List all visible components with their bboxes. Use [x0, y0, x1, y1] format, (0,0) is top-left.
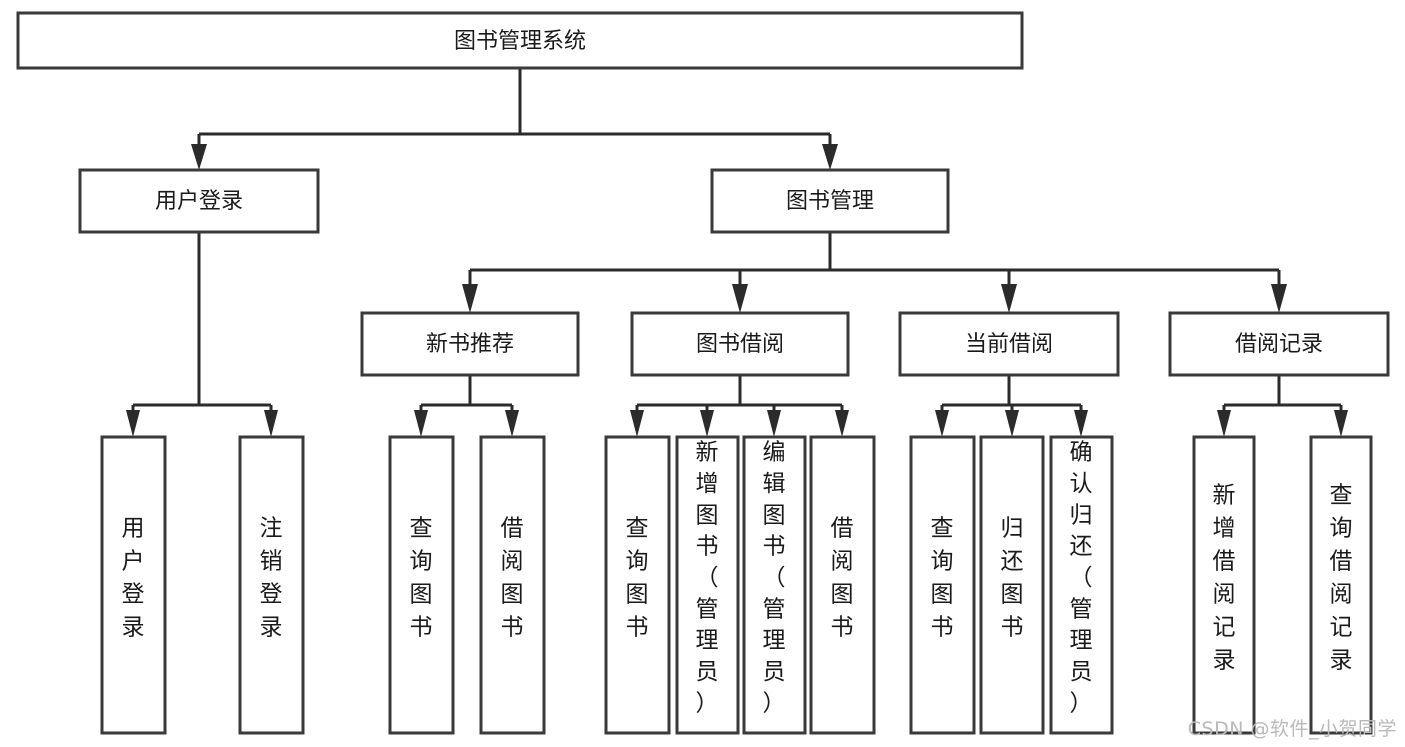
leaf-borrow-book-2-box[interactable]	[809, 435, 876, 735]
leaf-user-logout[interactable]: 注销登录	[238, 435, 305, 735]
leaf-query-record[interactable]: 查询借阅记录	[1309, 435, 1373, 735]
arrow-to-leaf-confirm-return	[1074, 410, 1088, 437]
leaf-query-record-label: 查询借阅记录	[1330, 483, 1353, 674]
arrow-to-book-borrow	[732, 284, 748, 313]
node-book-borrow[interactable]: 图书借阅	[630, 311, 850, 377]
node-root-box[interactable]	[16, 11, 1024, 70]
arrow-to-leaf-add-record	[1217, 410, 1231, 437]
arrow-to-leaf-query-book-3	[935, 410, 949, 437]
leaf-query-book-2[interactable]: 查询图书	[604, 435, 671, 735]
node-borrow-record-box[interactable]	[1168, 311, 1390, 377]
arrow-to-leaf-query-record	[1334, 410, 1348, 437]
connectors-root-to-level2	[191, 68, 838, 170]
arrow-to-leaf-return-book	[1005, 410, 1019, 437]
node-book-borrow-label: 图书借阅	[696, 332, 784, 357]
arrow-to-leaf-borrow-book-1	[505, 410, 519, 437]
connectors-user-login-to-leaves	[126, 232, 278, 437]
leaf-edit-book[interactable]: 编辑图书（管理员）	[742, 435, 807, 735]
arrow-to-borrow-record	[1271, 284, 1287, 313]
node-current-borrow-box[interactable]	[898, 311, 1120, 377]
leaf-add-record[interactable]: 新增借阅记录	[1192, 435, 1256, 735]
leaf-add-record-label: 新增借阅记录	[1213, 483, 1236, 674]
arrow-to-leaf-edit-book	[767, 410, 781, 437]
node-book-borrow-box[interactable]	[630, 311, 850, 377]
arrow-to-current-borrow	[1001, 284, 1017, 313]
arrow-to-new-book-recommend	[462, 284, 478, 313]
node-borrow-record[interactable]: 借阅记录	[1168, 311, 1390, 377]
connectors-new-book-recommend-to-leaves	[414, 375, 519, 437]
leaf-confirm-return[interactable]: 确认归还（管理员）	[1049, 435, 1114, 735]
leaf-query-book-3[interactable]: 查询图书	[909, 435, 976, 735]
node-root-label: 图书管理系统	[454, 29, 586, 54]
node-current-borrow[interactable]: 当前借阅	[898, 311, 1120, 377]
leaf-return-book-label: 归还图书	[1001, 516, 1024, 641]
leaf-query-book-2-box[interactable]	[604, 435, 671, 735]
arrow-to-leaf-add-book	[700, 410, 714, 437]
node-new-book-recommend-label: 新书推荐	[426, 332, 514, 357]
leaf-query-book-3-box[interactable]	[909, 435, 976, 735]
node-book-manage-label: 图书管理	[786, 189, 874, 214]
leaf-user-login-box[interactable]	[100, 435, 167, 735]
leaf-query-book-1-box[interactable]	[388, 435, 455, 735]
connectors-borrow-record-to-leaves	[1217, 375, 1348, 437]
node-book-manage[interactable]: 图书管理	[710, 168, 950, 234]
leaf-add-record-box[interactable]	[1192, 435, 1256, 735]
leaf-confirm-return-box[interactable]	[1049, 435, 1114, 735]
node-new-book-recommend[interactable]: 新书推荐	[360, 311, 580, 377]
leaf-edit-book-label: 编辑图书（管理员）	[763, 440, 786, 717]
leaf-user-logout-label: 注销登录	[260, 516, 283, 641]
leaf-borrow-book-1-label: 借阅图书	[501, 516, 524, 641]
leaf-query-record-box[interactable]	[1309, 435, 1373, 735]
leaf-return-book-box[interactable]	[979, 435, 1045, 735]
node-user-login-box[interactable]	[78, 168, 320, 234]
leaf-query-book-1-label: 查询图书	[410, 516, 433, 641]
arrow-to-user-login	[191, 144, 207, 170]
arrow-to-leaf-query-book-1	[414, 410, 428, 437]
connectors-book-manage-to-level3	[462, 232, 1287, 313]
arrow-to-book-manage	[822, 144, 838, 170]
arrow-to-leaf-query-book-2	[630, 410, 644, 437]
arrow-to-leaf-borrow-book-2	[835, 410, 849, 437]
connectors-current-borrow-to-leaves	[935, 375, 1088, 437]
leaf-query-book-2-label: 查询图书	[626, 516, 649, 641]
leaf-add-book-label: 新增图书（管理员）	[696, 440, 719, 717]
node-user-login[interactable]: 用户登录	[78, 168, 320, 234]
leaf-confirm-return-label: 确认归还（管理员）	[1070, 440, 1093, 717]
leaf-query-book-3-label: 查询图书	[931, 516, 954, 641]
node-borrow-record-label: 借阅记录	[1235, 332, 1323, 357]
node-new-book-recommend-box[interactable]	[360, 311, 580, 377]
leaf-edit-book-box[interactable]	[742, 435, 807, 735]
leaf-borrow-book-2[interactable]: 借阅图书	[809, 435, 876, 735]
leaf-return-book[interactable]: 归还图书	[979, 435, 1045, 735]
leaf-user-logout-box[interactable]	[238, 435, 305, 735]
leaf-user-login[interactable]: 用户登录	[100, 435, 167, 735]
leaf-borrow-book-1[interactable]: 借阅图书	[479, 435, 546, 735]
node-current-borrow-label: 当前借阅	[965, 332, 1053, 357]
leaf-user-login-label: 用户登录	[122, 516, 145, 641]
leaf-add-book-box[interactable]	[675, 435, 740, 735]
connectors-book-borrow-to-leaves	[630, 375, 849, 437]
node-user-login-label: 用户登录	[155, 189, 243, 214]
arrow-to-leaf-user-logout	[264, 410, 278, 437]
node-book-manage-box[interactable]	[710, 168, 950, 234]
arrow-to-leaf-user-login	[126, 410, 140, 437]
leaf-borrow-book-2-label: 借阅图书	[831, 516, 854, 641]
leaf-borrow-book-1-box[interactable]	[479, 435, 546, 735]
leaf-query-book-1[interactable]: 查询图书	[388, 435, 455, 735]
leaf-add-book[interactable]: 新增图书（管理员）	[675, 435, 740, 735]
node-root[interactable]: 图书管理系统	[16, 11, 1024, 70]
